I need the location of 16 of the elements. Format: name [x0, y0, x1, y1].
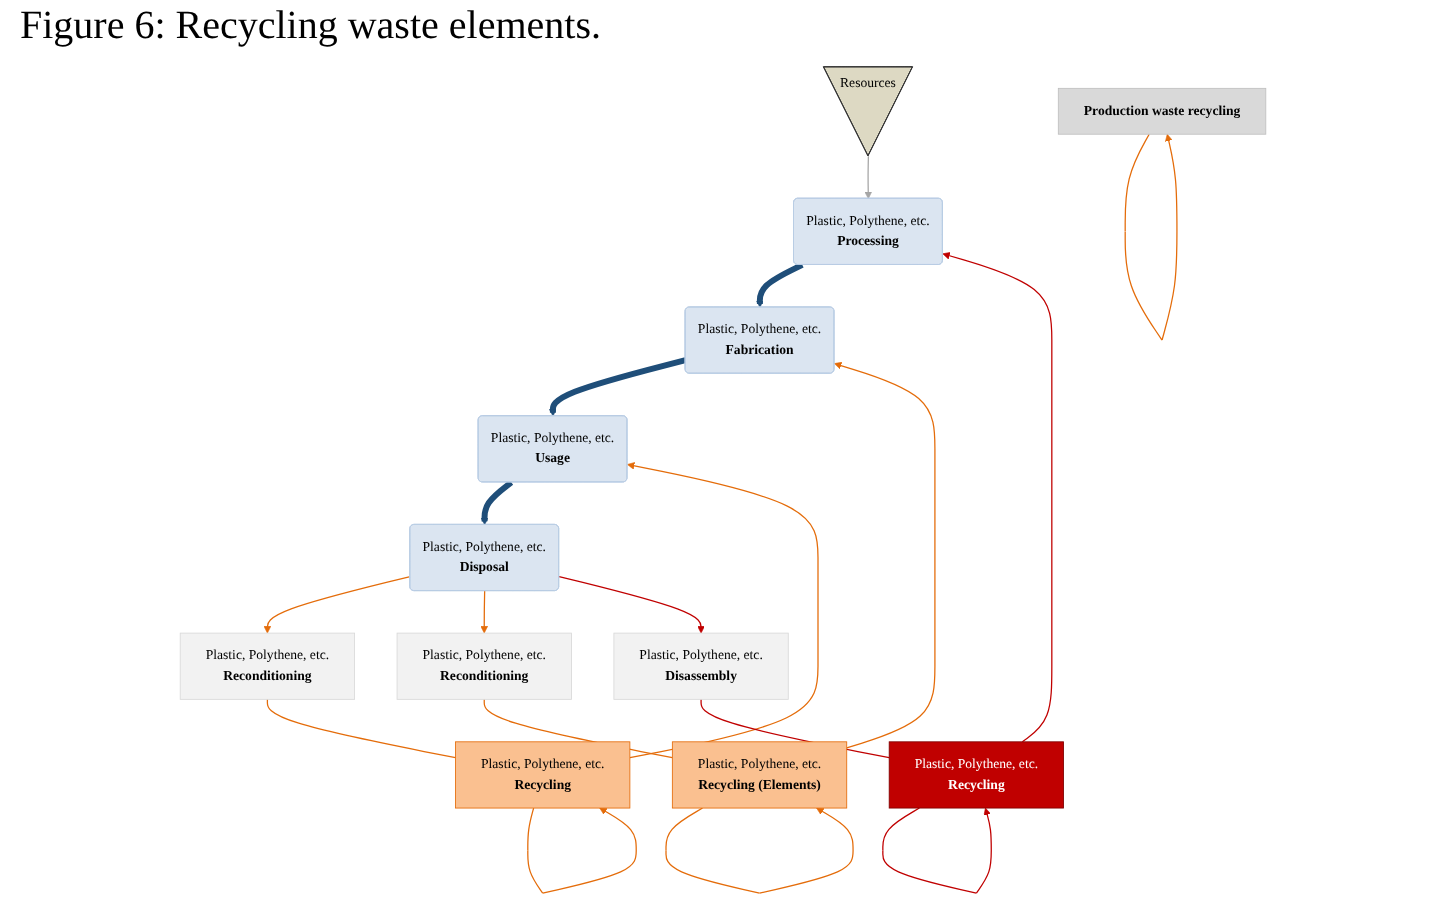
arrow: [627, 462, 819, 759]
arrow: [756, 262, 804, 308]
arrow: [665, 807, 854, 894]
arrow: [549, 357, 687, 417]
arrow: [527, 807, 637, 894]
arrow: [834, 362, 936, 749]
arrow: [882, 807, 992, 894]
connector: [266, 698, 457, 759]
arrow: [480, 590, 488, 634]
figure-title: Figure 6: Recycling waste elements.: [18, 2, 603, 52]
arrow: [1124, 133, 1178, 341]
arrow: [558, 575, 705, 634]
arrow: [942, 252, 1053, 743]
arrow: [263, 575, 411, 634]
arrow: [480, 480, 514, 526]
arrow: [864, 155, 872, 199]
